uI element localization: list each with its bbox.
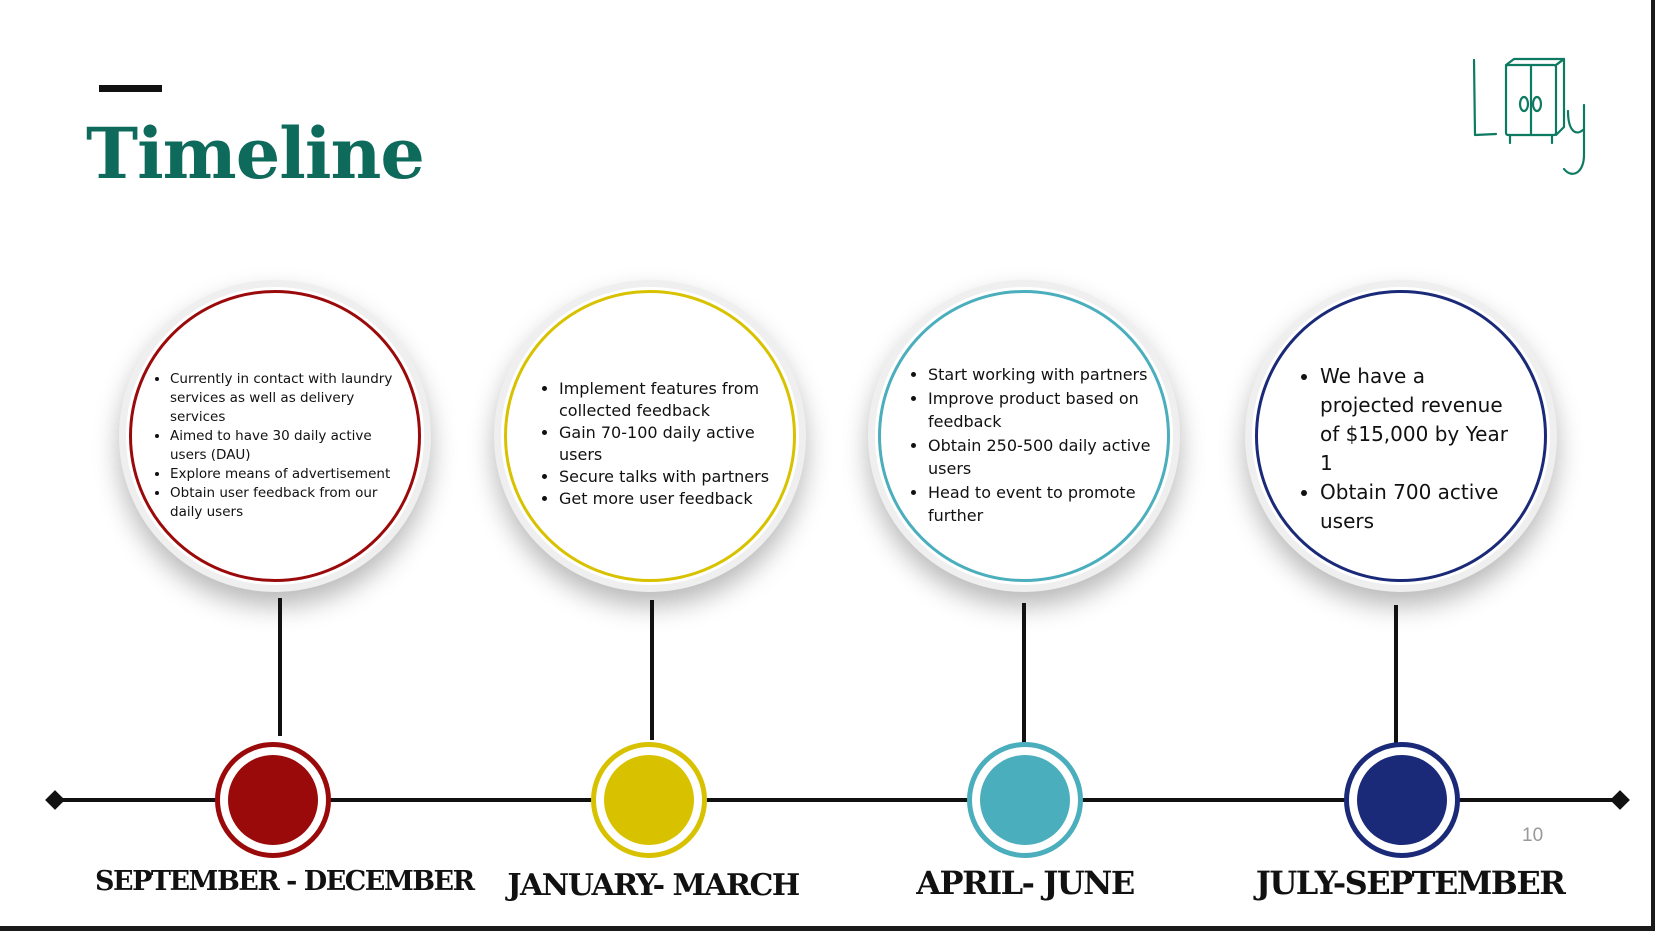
axis-start-marker xyxy=(45,790,65,810)
list-item: Explore means of advertisement xyxy=(170,465,410,484)
list-item: Obtain 700 active users xyxy=(1320,478,1520,536)
list-item: Currently in contact with laundry servic… xyxy=(170,370,410,427)
phase-3-bullet-list: Start working with partners Improve prod… xyxy=(910,363,1170,528)
phase-1-bullet-list: Currently in contact with laundry servic… xyxy=(152,370,410,522)
page-title: Timeline xyxy=(86,112,425,195)
axis-end-marker xyxy=(1610,790,1630,810)
phase-4-node xyxy=(1344,742,1460,858)
bottom-edge-border xyxy=(0,926,1655,931)
phase-1-node-dot xyxy=(228,755,318,845)
phase-4-bullet-list: We have a projected revenue of $15,000 b… xyxy=(1302,362,1520,536)
phase-1-period-label: SEPTEMBER - DECEMBER xyxy=(95,866,475,897)
phase-2-connector xyxy=(650,600,654,740)
list-item: Obtain user feedback from our daily user… xyxy=(170,484,410,522)
right-edge-border xyxy=(1651,0,1655,931)
phase-1-connector xyxy=(278,598,282,736)
timeline-axis xyxy=(55,798,1620,802)
list-item: Gain 70-100 daily active users xyxy=(559,422,795,466)
phase-2-bubble: Implement features from collected feedba… xyxy=(504,290,796,582)
list-item: Aimed to have 30 daily active users (DAU… xyxy=(170,427,410,465)
logo-icon xyxy=(1472,57,1586,175)
phase-4-period-label: JULY-SEPTEMBER xyxy=(1255,864,1566,902)
phase-3-node-dot xyxy=(980,755,1070,845)
list-item: Improve product based on feedback xyxy=(928,387,1170,434)
list-item: Head to event to promote further xyxy=(928,481,1170,528)
phase-4-connector xyxy=(1394,605,1398,745)
phase-2-bullet-list: Implement features from collected feedba… xyxy=(541,378,795,510)
phase-3-period-label: APRIL- JUNE xyxy=(916,864,1135,902)
list-item: Implement features from collected feedba… xyxy=(559,378,795,422)
page-number: 10 xyxy=(1522,825,1544,846)
phase-4-bubble: We have a projected revenue of $15,000 b… xyxy=(1255,290,1547,582)
list-item: Secure talks with partners xyxy=(559,466,795,488)
phase-2-node-dot xyxy=(604,755,694,845)
phase-4-node-dot xyxy=(1357,755,1447,845)
phase-1-node xyxy=(215,742,331,858)
phase-3-node xyxy=(967,742,1083,858)
phase-2-node xyxy=(591,742,707,858)
phase-3-connector xyxy=(1022,603,1026,743)
list-item: We have a projected revenue of $15,000 b… xyxy=(1320,362,1520,478)
title-accent-bar xyxy=(99,85,162,92)
list-item: Get more user feedback xyxy=(559,488,795,510)
phase-2-period-label: JANUARY- MARCH xyxy=(507,868,800,903)
list-item: Obtain 250-500 daily active users xyxy=(928,434,1170,481)
phase-3-bubble: Start working with partners Improve prod… xyxy=(878,290,1170,582)
list-item: Start working with partners xyxy=(928,363,1170,387)
phase-1-bubble: Currently in contact with laundry servic… xyxy=(129,290,421,582)
